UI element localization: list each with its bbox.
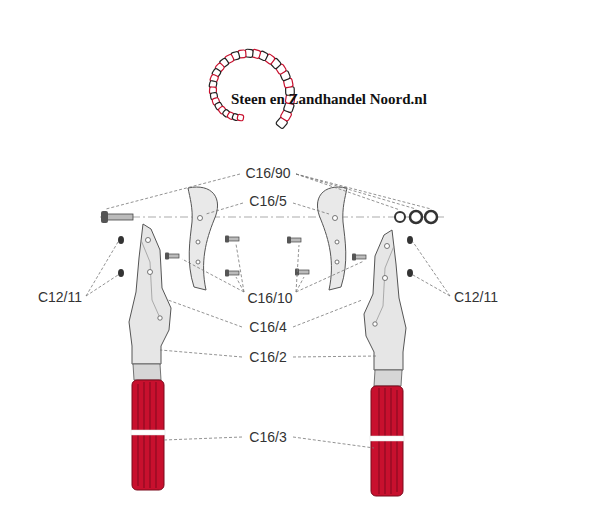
nuts	[118, 236, 413, 277]
part-number: C16/5	[247, 193, 288, 209]
part-number: C12/11	[36, 289, 84, 305]
logo-swirl	[209, 49, 295, 129]
bolt	[101, 211, 133, 223]
washers	[395, 211, 437, 223]
part-number: C16/2	[247, 349, 288, 365]
logo-text: Steen en Zandhandel Noord.nl	[229, 91, 429, 108]
part-number: C16/90	[243, 165, 292, 181]
part-number: C16/3	[247, 429, 288, 445]
part-number: C16/4	[247, 319, 288, 335]
leader-lines	[86, 174, 450, 448]
part-number: C16/10	[245, 290, 294, 306]
logo-block	[237, 114, 244, 121]
part-number: C12/11	[452, 289, 500, 305]
